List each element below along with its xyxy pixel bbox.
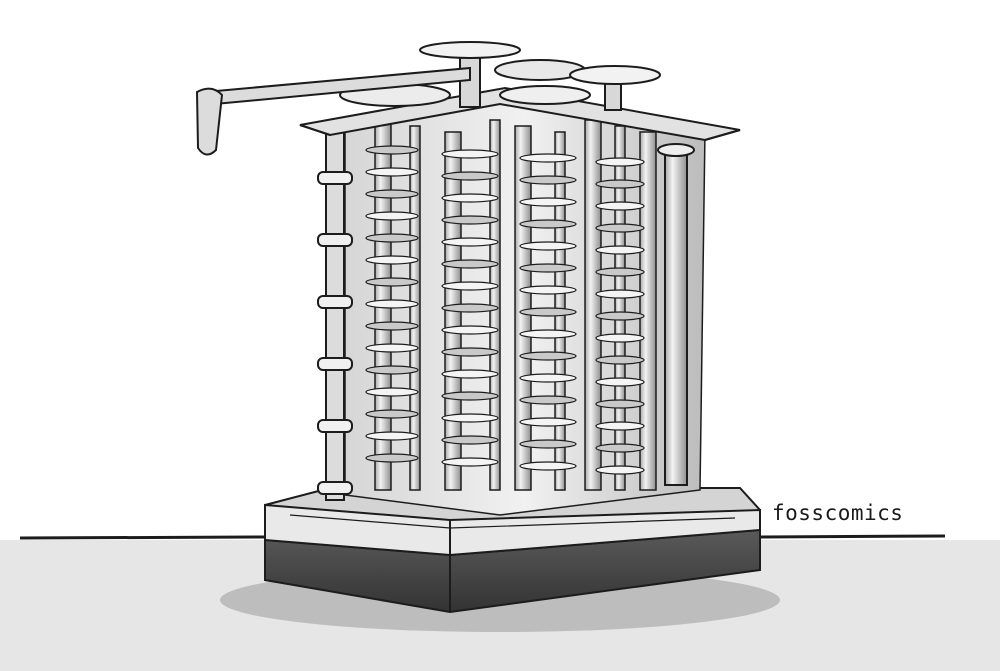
figure-gear-disc (365, 343, 419, 353)
figure-gear-disc (595, 355, 645, 365)
figure-gear-disc (595, 377, 645, 387)
figure-gear-disc (595, 465, 645, 475)
figure-gear-disc (519, 417, 577, 427)
figure-gear-disc (441, 237, 499, 247)
figure-left-rod (317, 129, 353, 501)
figure-gear-disc (365, 233, 419, 243)
figure-gear-disc (441, 171, 499, 181)
figure-gear-disc (441, 413, 499, 423)
figure-gear-disc (441, 435, 499, 445)
figure-gear-disc (519, 461, 577, 471)
figure-gear-disc (365, 321, 419, 331)
figure-column-shaft (584, 119, 602, 491)
figure-gear-disc (441, 259, 499, 269)
figure-column-shaft (639, 131, 657, 491)
figure-crank-handle (195, 66, 471, 156)
figure-gear-disc (441, 303, 499, 313)
figure-gear-disc (595, 245, 645, 255)
figure-gear-disc (595, 289, 645, 299)
figure-gear-disc (441, 215, 499, 225)
figure-column-shaft (409, 125, 421, 491)
figure-gear-disc (519, 373, 577, 383)
figure-gear-disc (595, 157, 645, 167)
figure-gear-discs (365, 145, 645, 475)
figure-gear-disc (441, 193, 499, 203)
figure-gear-disc (365, 431, 419, 441)
figure-gear-disc (441, 149, 499, 159)
figure-gear-disc (441, 457, 499, 467)
figure-gear-disc (519, 175, 577, 185)
figure-gear-disc (519, 197, 577, 207)
figure-gear-disc (365, 145, 419, 155)
figure-gear-disc (365, 387, 419, 397)
figure-gear-disc (595, 179, 645, 189)
figure-gear-disc (365, 211, 419, 221)
figure-gear-disc (519, 329, 577, 339)
figure-gear-disc (365, 409, 419, 419)
figure-gear-disc (365, 365, 419, 375)
figure-gear-disc (519, 219, 577, 229)
figure-gear-disc (519, 351, 577, 361)
figure-gear-disc (441, 347, 499, 357)
figure-gear-disc (365, 277, 419, 287)
figure-gear-disc (365, 167, 419, 177)
figure-gear-disc (595, 223, 645, 233)
figure-gear-disc (519, 439, 577, 449)
figure-gear-disc (519, 241, 577, 251)
figure-gear-disc (519, 395, 577, 405)
machine-base (264, 487, 761, 614)
figure-gear-disc (519, 307, 577, 317)
figure-gear-disc (595, 443, 645, 453)
watermark-text: fosscomics (772, 501, 904, 525)
floor-line (19, 534, 946, 540)
figure-gear-disc (595, 311, 645, 321)
figure-gear-disc (441, 369, 499, 379)
figure-gear-disc (441, 325, 499, 335)
figure-gear-disc (365, 255, 419, 265)
figure-gear-disc (519, 153, 577, 163)
figure-gear-disc (595, 267, 645, 277)
figure-gear-disc (595, 399, 645, 409)
figure-gear-disc (519, 285, 577, 295)
figure-gear-disc (365, 189, 419, 199)
figure-gear-disc (595, 201, 645, 211)
figure-gear-disc (595, 333, 645, 343)
figure-gear-disc (441, 281, 499, 291)
figure-gear-disc (595, 421, 645, 431)
figure-gear-disc (441, 391, 499, 401)
figure-gear-disc (365, 299, 419, 309)
figure-gear-disc (519, 263, 577, 273)
figure-columns (374, 119, 657, 491)
figure-gear-disc (365, 453, 419, 463)
figure-right-column (657, 143, 695, 486)
